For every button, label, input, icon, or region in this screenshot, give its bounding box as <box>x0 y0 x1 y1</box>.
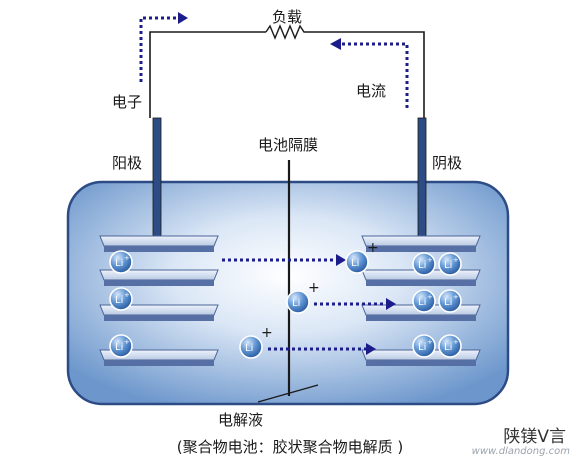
ion-symbol: Li <box>418 342 426 353</box>
lithium-ion: Li+ <box>109 250 133 274</box>
circuit-wire <box>308 31 425 118</box>
ion-symbol: Li <box>292 298 300 309</box>
current-label: 电流 <box>356 82 387 100</box>
cathode-label: 阴极 <box>432 154 463 172</box>
lithium-ion: Li + <box>345 240 379 274</box>
lithium-ion: Li+ <box>412 252 436 276</box>
anode-plates <box>99 235 219 366</box>
cathode-plate <box>361 235 481 252</box>
ion-symbol: Li <box>115 295 123 306</box>
lithium-ion: Li + <box>286 280 320 314</box>
current-flow-arrow <box>340 42 409 108</box>
ion-charge: + <box>427 256 433 264</box>
anode-rod <box>152 117 162 239</box>
lithium-ion: Li+ <box>412 289 436 313</box>
load-label: 负载 <box>272 8 303 26</box>
lithium-ions: Li+Li+Li+Li+Li+Li+Li+Li+Li+Li+Li+Li+ <box>109 240 462 359</box>
ion-charge: + <box>453 338 459 346</box>
anode-plate <box>99 235 219 252</box>
ion-charge: + <box>453 256 459 264</box>
lithium-ion: Li+ <box>109 287 133 311</box>
ion-charge: + <box>427 293 433 301</box>
ion-symbol: Li <box>418 297 426 308</box>
ion-symbol: Li <box>351 258 359 269</box>
ion-charge: + <box>308 280 320 296</box>
circuit-wire <box>149 31 266 118</box>
ion-symbol: Li <box>418 260 426 271</box>
ion-symbol: Li <box>444 342 452 353</box>
anode-plate <box>99 269 219 286</box>
ion-charge: + <box>124 291 130 299</box>
lithium-ion: Li+ <box>438 252 462 276</box>
ion-charge: + <box>261 325 273 341</box>
external-circuit <box>149 24 425 118</box>
watermark-url: www.dlandong.com <box>471 446 570 457</box>
current-arrowhead <box>330 38 341 50</box>
electrolyte-pointer <box>257 384 319 403</box>
load-resistor-symbol <box>265 24 308 40</box>
lithium-ion: Li + <box>239 325 273 359</box>
ion-migration-arrowhead <box>386 298 396 310</box>
separator-label: 电池隔膜 <box>258 136 319 154</box>
ion-migration-arrows <box>222 254 396 355</box>
lithium-ion: Li+ <box>438 334 462 358</box>
watermark-brand: 陕镁V言 <box>503 427 566 447</box>
ion-migration-arrowhead <box>336 254 346 266</box>
lithium-ion: Li+ <box>109 334 133 358</box>
anode-plate <box>99 304 219 321</box>
electron-arrowhead <box>178 12 188 24</box>
electron-flow-arrow <box>139 16 178 82</box>
ion-symbol: Li <box>444 260 452 271</box>
ion-symbol: Li <box>115 342 123 353</box>
ion-symbol: Li <box>245 343 253 354</box>
lithium-ion: Li+ <box>412 334 436 358</box>
ion-symbol: Li <box>115 258 123 269</box>
electrolyte-label: 电解液 <box>218 411 264 429</box>
anode-label: 阳极 <box>112 154 143 172</box>
ion-charge: + <box>124 254 130 262</box>
cathode-rod <box>417 117 427 239</box>
ion-charge: + <box>367 240 379 256</box>
ion-charge: + <box>453 293 459 301</box>
electron-label: 电子 <box>112 93 143 111</box>
ion-charge: + <box>124 338 130 346</box>
ion-charge: + <box>427 338 433 346</box>
ion-symbol: Li <box>444 297 452 308</box>
diagram-caption: (聚合物电池：胶状聚合物电解质 ) <box>176 438 404 456</box>
lithium-ion: Li+ <box>438 289 462 313</box>
ion-migration-arrowhead <box>366 343 376 355</box>
anode-plate <box>99 349 219 366</box>
